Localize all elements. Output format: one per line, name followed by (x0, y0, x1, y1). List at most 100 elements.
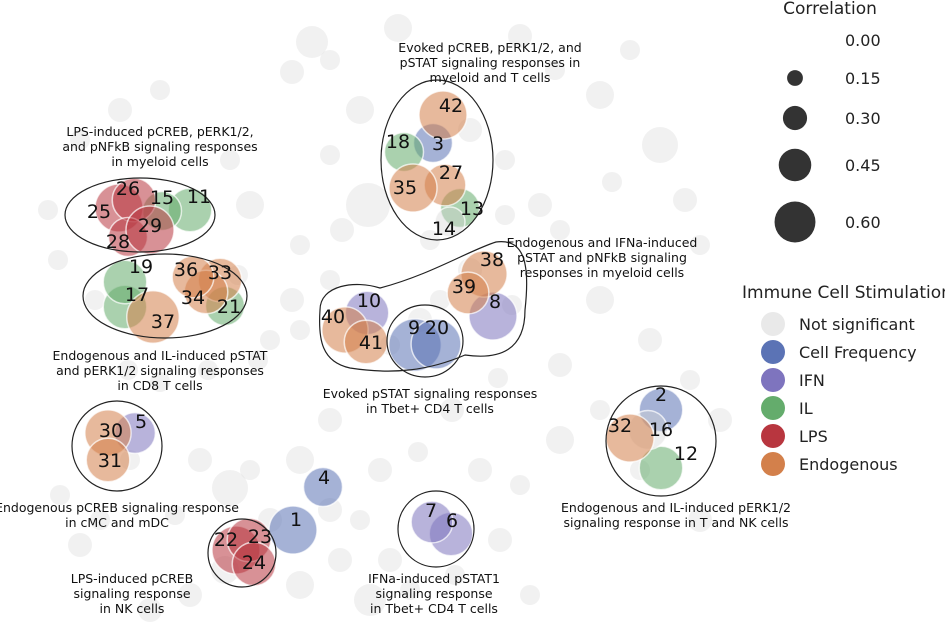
bubble-label-21: 21 (217, 296, 241, 318)
annotation-evoked-pstat-cd4: in Tbet+ CD4 T cells (366, 401, 494, 416)
bubble-24 (231, 541, 277, 587)
cluster-outline (605, 385, 717, 497)
bubble-label-14: 14 (432, 218, 456, 240)
cluster-annotations: LPS-induced pCREB, pERK1/2,and pNFkB sig… (0, 40, 791, 616)
bubble-label-36: 36 (174, 259, 198, 281)
cluster-outline (71, 400, 163, 492)
size-legend-bubble (782, 105, 808, 131)
background-bubble (198, 360, 218, 380)
annotation-lps-myeloid: in myeloid cells (111, 154, 208, 169)
annotation-endo-il-perk-tnk: Endogenous and IL-induced pERK1/2 (561, 500, 791, 515)
bubble-label-32: 32 (608, 415, 632, 437)
background-bubble (550, 220, 570, 240)
annotation-lps-myeloid: LPS-induced pCREB, pERK1/2, (66, 124, 253, 139)
background-bubble (590, 400, 610, 420)
color-legend-title: Immune Cell Stimulation (742, 283, 945, 303)
size-legend-label: 0.30 (845, 109, 881, 128)
size-legend-label: 0.45 (845, 156, 881, 175)
bubble-31 (85, 437, 131, 483)
background-bubble (528, 193, 552, 217)
background-bubble (620, 40, 640, 60)
background-bubble (586, 286, 614, 314)
background-bubble (48, 250, 68, 270)
background-bubble (384, 14, 412, 42)
size-legend-label: 0.60 (845, 213, 881, 232)
color-legend-swatch (761, 312, 785, 336)
bubble-4 (302, 466, 344, 508)
annotation-lps-pcreb-nk: in NK cells (100, 601, 165, 616)
background-bubble (286, 446, 314, 474)
annotation-evoked-myeloid-t: pSTAT signaling responses in (400, 55, 581, 70)
bubble-label-35: 35 (393, 177, 417, 199)
background-bubble (280, 288, 304, 312)
bubble-label-15: 15 (150, 187, 174, 209)
background-bubble (642, 127, 678, 163)
background-bubble (280, 60, 304, 84)
bubble-39 (446, 271, 490, 315)
background-bubble (488, 528, 512, 552)
background-bubble (488, 368, 508, 388)
background-bubble (68, 533, 92, 557)
background-bubble (495, 205, 515, 225)
background-bubble (108, 98, 132, 122)
bubble-37 (126, 290, 180, 344)
annotation-lps-pcreb-nk: LPS-induced pCREB (71, 571, 194, 586)
background-bubble (290, 235, 310, 255)
bubble-label-5: 5 (135, 411, 147, 433)
annotation-evoked-myeloid-t: Evoked pCREB, pERK1/2, and (398, 40, 581, 55)
background-bubble (70, 130, 90, 150)
background-bubble (90, 510, 110, 530)
background-bubble (165, 505, 185, 525)
bubble-label-9: 9 (408, 317, 420, 339)
bubble-label-25: 25 (87, 201, 111, 223)
size-legend-label: 0.00 (845, 31, 881, 50)
size-legend-title: Correlation (783, 0, 877, 19)
legend: Correlation 0.000.150.300.450.60 Immune … (742, 0, 945, 476)
background-bubble (510, 475, 530, 495)
color-legend-label: Endogenous (799, 455, 898, 474)
background-bubble (150, 80, 170, 100)
bubble-label-26: 26 (116, 178, 140, 200)
cluster-outline (380, 79, 494, 241)
color-legend-label: LPS (799, 427, 828, 446)
background-bubble (328, 548, 352, 572)
color-legend-swatch (761, 340, 785, 364)
cluster-outline (318, 241, 528, 372)
background-bubble (368, 458, 392, 482)
size-legend-bubble (774, 201, 816, 243)
bubble-label-16: 16 (649, 419, 673, 441)
background-bubble (680, 370, 700, 390)
background-bubbles (38, 14, 732, 622)
background-bubble (320, 50, 340, 70)
bubble-42 (418, 90, 468, 140)
color-legend-swatch (761, 368, 785, 392)
background-bubble (346, 183, 390, 227)
background-bubble (320, 270, 340, 290)
background-bubble (248, 350, 268, 370)
annotation-ifna-pstat1-cd4: IFNa-induced pSTAT1 (368, 571, 500, 586)
background-bubble (586, 81, 614, 109)
background-bubble (240, 460, 260, 480)
annotation-endo-il-cd8: Endogenous and IL-induced pSTAT (53, 348, 268, 363)
background-bubble (468, 458, 492, 482)
bubble-label-6: 6 (446, 510, 458, 532)
annotation-ifna-pstat1-cd4: in Tbet+ CD4 T cells (370, 601, 498, 616)
bubble-label-2: 2 (655, 384, 667, 406)
color-legend-label: IFN (799, 371, 825, 390)
annotation-evoked-pstat-cd4: Evoked pSTAT signaling responses (323, 386, 538, 401)
bubble-14 (434, 206, 466, 238)
bubble-7 (410, 500, 454, 544)
background-bubble (38, 200, 58, 220)
bubble-label-24: 24 (242, 552, 266, 574)
background-bubble (408, 442, 428, 462)
bubble-label-10: 10 (357, 290, 381, 312)
background-bubble (220, 150, 240, 170)
bubble-label-11: 11 (187, 186, 211, 208)
background-bubble (350, 510, 370, 530)
size-legend-bubble (778, 148, 812, 182)
background-bubble (545, 60, 565, 80)
background-bubble (430, 290, 450, 310)
annotation-ifna-pstat1-cd4: signaling response (375, 586, 492, 601)
color-legend-swatch (761, 452, 785, 476)
bubble-label-27: 27 (439, 162, 463, 184)
